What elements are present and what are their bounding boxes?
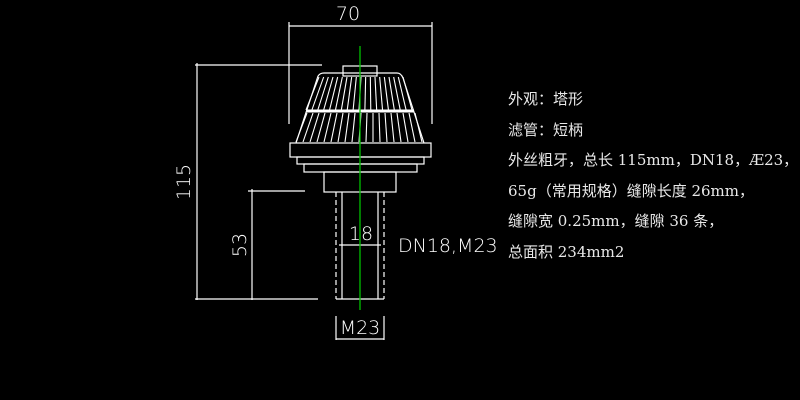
slot-line [393,76,401,111]
slot-line [379,76,384,111]
slot-lines [295,76,423,143]
note-line: 缝隙宽 0.25mm，缝隙 36 条， [508,212,724,230]
slot-line [316,112,326,143]
slot-line [364,76,367,111]
dim-18-label: 18 [349,223,373,245]
slot-line [402,112,409,143]
slot-line [295,112,308,143]
note-line: 滤管：短柄 [508,120,584,139]
dim-m23-label: M23 [340,317,381,339]
dim-53-label: 53 [229,233,251,257]
slot-line [378,112,381,143]
note-line: 65g（常用规格）缝隙长度 26mm， [508,181,754,200]
slot-line [340,76,348,111]
slot-line [330,112,338,143]
slot-line [402,76,413,111]
slot-line [414,112,423,143]
slot-line [344,112,350,143]
spec-notes: 外观：塔形 滤管：短柄 外丝粗牙，总长 115mm，DN18，Æ23， 65g（… [508,84,798,267]
slot-line [346,76,353,111]
dim-70-label: 70 [336,3,360,25]
slot-line [323,112,332,143]
slot-line [351,112,356,143]
dim-115-label: 115 [173,164,195,200]
note-line: 外观：塔形 [508,90,584,108]
slot-line [309,112,320,143]
note-line: 外丝粗牙，总长 115mm，DN18，Æ23， [508,151,799,169]
slot-line [374,76,378,111]
note-line: 总面积 234mm2 [508,242,625,261]
slot-line [337,112,344,143]
slot-line [302,112,314,143]
slot-line [397,76,407,111]
slot-line [388,76,395,111]
slot-line [408,112,416,143]
slot-line [329,76,339,111]
slot-line [365,112,368,143]
slot-line [323,76,334,111]
slot-line [334,76,343,111]
slot-line [317,76,329,111]
slot-line [396,112,402,143]
slot-line [383,76,389,111]
callout-label: DN18,M23 [398,235,498,257]
slot-line [305,76,320,111]
slot-line [311,76,325,111]
slot-line [390,112,395,143]
slot-line [384,112,388,143]
slot-line [352,76,357,111]
